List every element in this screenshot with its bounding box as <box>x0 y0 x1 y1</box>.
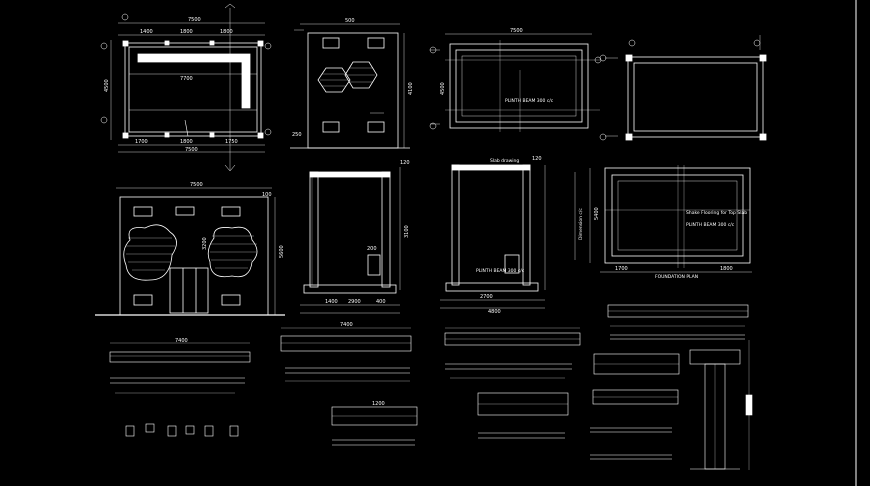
plan1-bot-seg-3: 1750 <box>225 139 238 145</box>
elev2-right-dim: 100 <box>262 192 272 198</box>
found2-note-b: Shake Flooring for Top Slab <box>686 210 747 216</box>
elevation-2-brick-pattern <box>126 235 257 271</box>
elevation-1 <box>290 23 410 149</box>
plan1-bot-seg-1: 1700 <box>135 139 148 145</box>
found2-bot-label: FOUNDATION PLAN <box>655 274 698 280</box>
foundation-plan-1 <box>429 33 602 132</box>
plan1-bot-seg-2: 1800 <box>180 139 193 145</box>
plan1-seg-dim-1: 1400 <box>140 29 153 35</box>
found-plan-note: PLINTH BEAM 300 c/c <box>505 98 554 104</box>
sec2-bot-dim-1: 2700 <box>480 294 493 300</box>
elev1-top-dim: 500 <box>345 18 355 24</box>
elevation-1-brick-pattern <box>320 67 375 87</box>
section-1 <box>300 167 401 314</box>
beam2-top-dim: 7400 <box>340 322 353 328</box>
sec1-label: 200 <box>367 246 377 252</box>
found2-bot-dim-1: 1700 <box>615 266 628 272</box>
sec1-bot-dim-1: 1400 <box>325 299 338 305</box>
sec1-top-dim: 120 <box>400 160 410 166</box>
sec2-note: PLINTH BEAM 300 c/c <box>476 268 525 274</box>
elev1-side-dim: 4100 <box>408 82 414 95</box>
plan1-left-dim: 4500 <box>104 79 110 92</box>
found-plan-left-dim: 4500 <box>440 82 446 95</box>
elev2-top-dim: 7500 <box>190 182 203 188</box>
floor-plan-1 <box>100 8 272 170</box>
plan1-seg-dim-2: 1800 <box>180 29 193 35</box>
elev2-side-dim: 5600 <box>279 245 285 258</box>
slab-plan <box>599 35 767 141</box>
section-2 <box>440 164 546 309</box>
sec2-top-label: Slab drawing <box>490 158 519 164</box>
found-plan-top-dim: 7500 <box>510 28 523 34</box>
sec2-bot-dim-2: 4800 <box>488 309 501 315</box>
sec2-top-dim: 120 <box>532 156 542 162</box>
found2-left-dim: 5400 <box>594 207 600 220</box>
sec1-bot-dim-2: 2900 <box>348 299 361 305</box>
found2-bot-dim-2: 1800 <box>720 266 733 272</box>
beam-details <box>109 304 753 470</box>
plan1-inner-dim: 7700 <box>180 76 193 82</box>
plan1-top-dim: 7500 <box>188 17 201 23</box>
sec1-mid-dim: 3100 <box>404 225 410 238</box>
elev2-inner-dim: 3200 <box>202 237 208 250</box>
found2-note-a: Dimension c/c <box>578 208 584 240</box>
found2-note-c: PLINTH BEAM 300 c/c <box>686 222 735 228</box>
beam1-top-dim: 7400 <box>175 338 188 344</box>
elev1-base-dim: 250 <box>292 132 302 138</box>
plan1-seg-dim-3: 1800 <box>220 29 233 35</box>
plan1-bottom-dim: 7500 <box>185 147 198 153</box>
sec1-bot-dim-3: 400 <box>376 299 386 305</box>
beam3-top-dim: 1200 <box>372 401 385 407</box>
elevation-2 <box>95 187 285 316</box>
foundation-plan-2 <box>574 165 752 273</box>
